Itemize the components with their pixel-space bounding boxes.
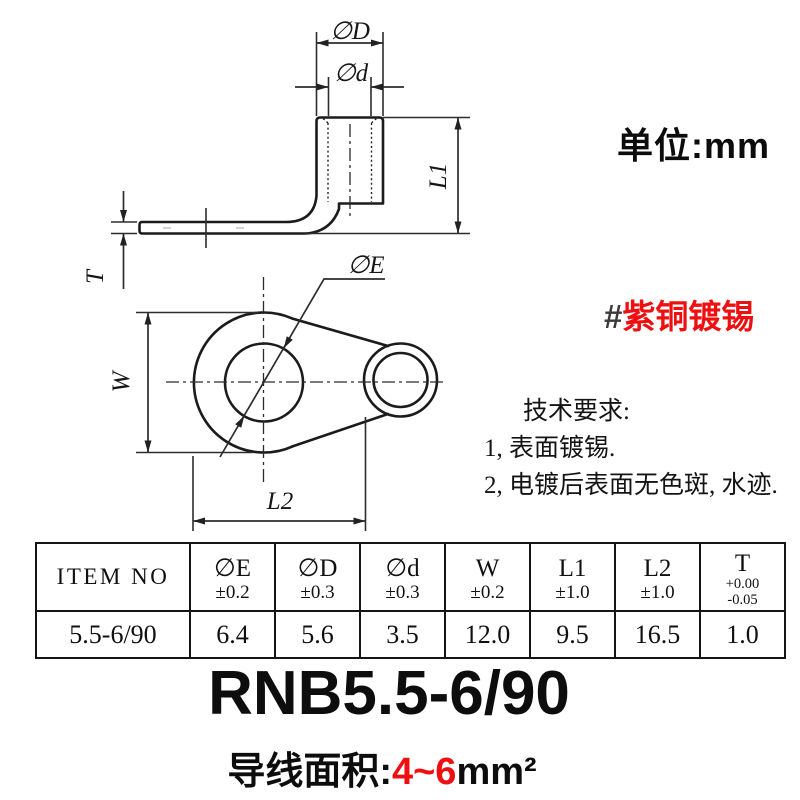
header-l1: L1 ±1.0 [529, 542, 616, 612]
w-extension-lines [136, 311, 258, 454]
cell-t: 1.0 [699, 610, 786, 659]
diaE-arrow-bottom [235, 415, 246, 428]
dim-label-diaE: ∅E [347, 252, 384, 279]
side-view-drawing: ∅D ∅d L1 T [82, 18, 470, 289]
diaE-leader-line [219, 278, 385, 458]
cell-diad: 3.5 [359, 610, 446, 659]
material-note: #紫铜镀锡 [604, 290, 754, 338]
tech-requirements-title: 技术要求: [523, 398, 630, 425]
spec-table-header-row: ITEM NO ∅E ±0.2 ∅D ±0.3 ∅d ±0.3 W ±0.2 L… [35, 542, 786, 612]
cell-item-no: 5.5-6/90 [35, 610, 191, 659]
dim-label-t: T [82, 268, 109, 284]
cell-diaE: 6.4 [189, 610, 276, 659]
wire-area-range: 4~6 [391, 751, 457, 793]
header-diad: ∅d ±0.3 [359, 542, 446, 612]
cell-w: 12.0 [444, 610, 531, 659]
dim-label-l1: L1 [425, 163, 452, 190]
barrel-outer-circle [362, 342, 439, 418]
dim-label-diaD: ∅D [330, 18, 370, 45]
header-t: T +0.00 -0.05 [699, 542, 786, 612]
wire-area: 导线面积:4~6mm² [0, 740, 782, 795]
cell-l2: 16.5 [614, 610, 701, 659]
tech-requirement-item: 2, 电镀后表面无色斑, 水迹. [484, 472, 778, 499]
material-hash: # [604, 298, 623, 335]
top-view-drawing: W L2 ∅E [108, 252, 444, 531]
barrel-inner-circle [372, 351, 429, 409]
product-model: RNB5.5-6/90 [208, 659, 570, 728]
header-l2: L2 ±1.0 [614, 542, 701, 612]
technical-drawing: ∅D ∅d L1 T W L2 [82, 18, 470, 531]
header-diaE: ∅E ±0.2 [189, 542, 276, 612]
spec-table-data-row: 5.5-6/90 6.4 5.6 3.5 12.0 9.5 16.5 1.0 [35, 610, 786, 659]
wire-area-unit: mm² [456, 751, 537, 793]
header-diaD: ∅D ±0.3 [274, 542, 361, 612]
pad-tangent-top [291, 317, 390, 348]
cell-l1: 9.5 [529, 610, 616, 659]
material-text: 紫铜镀锡 [622, 298, 755, 335]
wire-area-label: 导线面积: [227, 751, 392, 793]
diaE-arrow-top [282, 336, 293, 349]
terminal-side-outline [138, 116, 385, 235]
cell-diaD: 5.6 [274, 610, 361, 659]
tech-requirement-item: 1, 表面镀锡. [484, 435, 616, 462]
unit-label: 单位:mm [617, 125, 771, 166]
spec-table: ITEM NO ∅E ±0.2 ∅D ±0.3 ∅d ±0.3 W ±0.2 L… [35, 542, 786, 659]
dim-label-l2: L2 [266, 488, 293, 515]
dim-label-w: W [108, 369, 135, 392]
header-item-no: ITEM NO [35, 542, 191, 612]
topview-centerlines [166, 277, 444, 483]
header-w: W ±0.2 [444, 542, 531, 612]
tech-requirements: 技术要求: 1, 表面镀锡. 2, 电镀后表面无色斑, 水迹. [484, 393, 778, 504]
pad-tangent-bottom [291, 412, 390, 448]
t-extension-lines [111, 221, 137, 235]
dim-label-diad: ∅d [334, 60, 369, 87]
